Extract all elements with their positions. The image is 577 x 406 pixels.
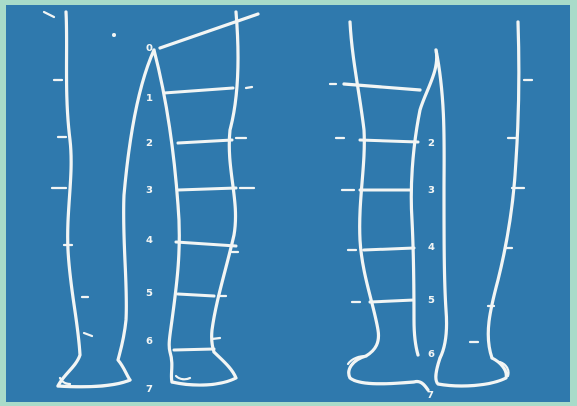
anterior-band-3: [178, 188, 236, 190]
anterior-top-mark-left: [44, 12, 54, 17]
anterior-level-2: 2: [146, 138, 153, 149]
posterior-band-5: [370, 300, 414, 302]
posterior-level-7: 7: [427, 390, 434, 401]
anterior-level-6: 6: [146, 336, 153, 347]
posterior-left-leg-inner: [411, 50, 436, 355]
anterior-band-5: [178, 294, 214, 296]
posterior-band-2: [360, 140, 418, 142]
posterior-level-6: 6: [428, 349, 435, 360]
posterior-level-4: 4: [428, 242, 435, 253]
anterior-level-3: 3: [146, 185, 153, 196]
posterior-right-leg-inner: [436, 50, 447, 358]
posterior-level-2: 2: [428, 138, 435, 149]
anterior-band-6: [174, 349, 214, 350]
anterior-band-4: [176, 242, 236, 246]
anterior-left-toes: [60, 378, 70, 384]
anterior-band-2: [178, 140, 232, 143]
anterior-level-1: 1: [146, 93, 153, 104]
posterior-leg-view: 2 3 4 5 6 7: [330, 22, 532, 401]
anterior-level-4: 4: [146, 235, 153, 246]
posterior-level-5: 5: [428, 295, 435, 306]
anterior-right-toes: [176, 376, 190, 379]
anterior-level-7: 7: [146, 384, 153, 395]
posterior-waist-line: [344, 84, 420, 90]
anterior-tick-right-1: [246, 87, 252, 88]
anterior-left-leg-outer: [58, 12, 80, 386]
posterior-left-heel: [349, 356, 428, 390]
anterior-level-5: 5: [146, 288, 153, 299]
anterior-leg-view: 0 1 2 3 4 5 6 7: [44, 12, 258, 395]
anterior-tick-left-6: [84, 333, 92, 336]
posterior-band-4: [364, 248, 414, 250]
anterior-dot: [112, 33, 116, 37]
anterior-level-0: 0: [146, 43, 153, 54]
anterior-waist-line: [160, 14, 258, 48]
anterior-band-1: [164, 88, 233, 93]
posterior-right-leg-outer: [488, 22, 519, 358]
posterior-right-foot: [436, 358, 506, 386]
anterior-right-leg-outer: [212, 12, 238, 352]
posterior-level-3: 3: [428, 185, 435, 196]
anterior-right-leg-inner: [154, 50, 179, 382]
anterior-tick-right-6: [212, 338, 220, 339]
